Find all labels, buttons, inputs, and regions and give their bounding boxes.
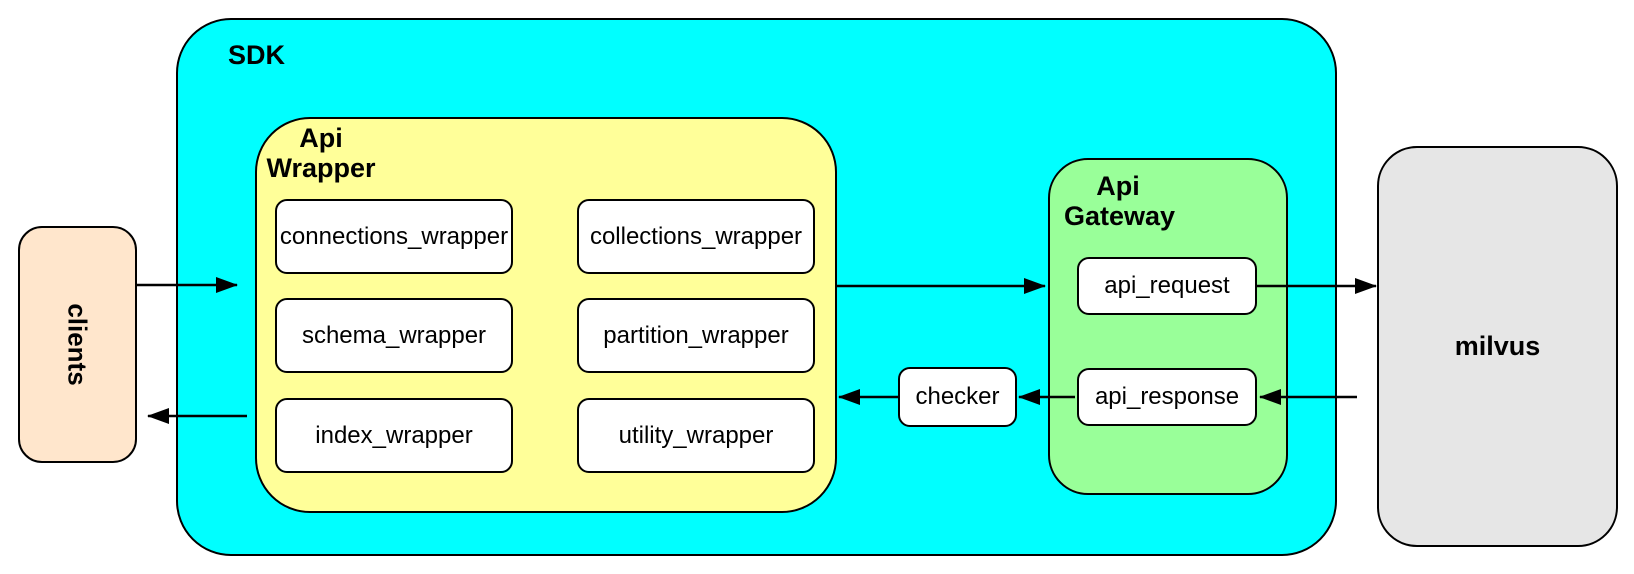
partition-wrapper-label: partition_wrapper: [603, 321, 789, 349]
clients-node: clients: [18, 226, 137, 463]
checker-node: checker: [898, 367, 1017, 427]
connections-wrapper-label: connections_wrapper: [279, 222, 509, 250]
api-request-label: api_request: [1104, 272, 1230, 299]
api-request-node: api_request: [1077, 257, 1257, 315]
utility-wrapper-node: utility_wrapper: [577, 398, 815, 473]
checker-label: checker: [915, 383, 1000, 410]
api-response-node: api_response: [1077, 368, 1257, 426]
milvus-node: milvus: [1377, 146, 1618, 547]
api-response-label: api_response: [1094, 383, 1240, 410]
collections-wrapper-node: collections_wrapper: [577, 199, 815, 274]
api-wrapper-label: Api Wrapper: [266, 123, 376, 184]
sdk-label: SDK: [228, 40, 286, 70]
index-wrapper-label: index_wrapper: [315, 421, 473, 449]
connections-wrapper-node: connections_wrapper: [275, 199, 513, 274]
schema-wrapper-label: schema_wrapper: [301, 321, 487, 349]
collections-wrapper-label: collections_wrapper: [589, 222, 803, 250]
milvus-label: milvus: [1454, 331, 1541, 361]
api-gateway-container: Api Gateway: [1048, 158, 1288, 495]
index-wrapper-node: index_wrapper: [275, 398, 513, 473]
api-gateway-label: Api Gateway: [1064, 171, 1176, 232]
utility-wrapper-label: utility_wrapper: [618, 421, 774, 449]
clients-label: clients: [63, 303, 93, 386]
partition-wrapper-node: partition_wrapper: [577, 298, 815, 373]
schema-wrapper-node: schema_wrapper: [275, 298, 513, 373]
